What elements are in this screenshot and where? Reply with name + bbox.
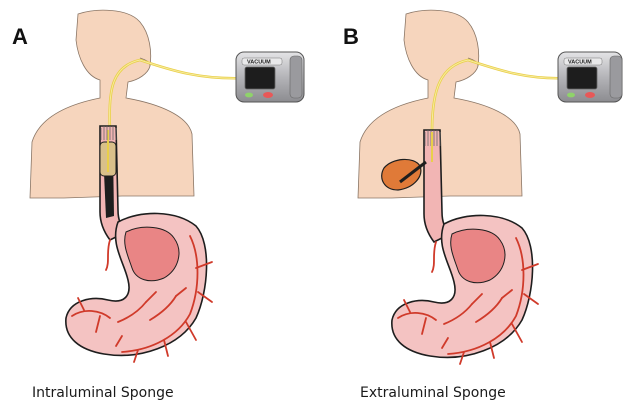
panel-b-device-screen — [567, 67, 597, 89]
panel-a-letter: A — [12, 24, 28, 49]
panel-b-device-red-led — [585, 92, 595, 98]
panel-a-device-screen — [245, 67, 275, 89]
panel-b-device-label: VACUUM — [568, 60, 592, 66]
panel-a-device-green-led — [245, 93, 253, 98]
panel-a-device-red-led — [263, 92, 273, 98]
panel-b-letter: B — [343, 24, 359, 49]
panel-a: A — [12, 10, 246, 362]
panel-a-vacuum-device: VACUUM — [236, 52, 304, 102]
panel-b-caption: Extraluminal Sponge — [360, 385, 506, 401]
panel-a-device-label: VACUUM — [247, 60, 271, 66]
panel-a-caption: Intraluminal Sponge — [32, 385, 174, 401]
panel-b: B — [343, 10, 568, 364]
panel-b-device-green-led — [567, 93, 575, 98]
panel-b-vacuum-device: VACUUM — [558, 52, 622, 102]
